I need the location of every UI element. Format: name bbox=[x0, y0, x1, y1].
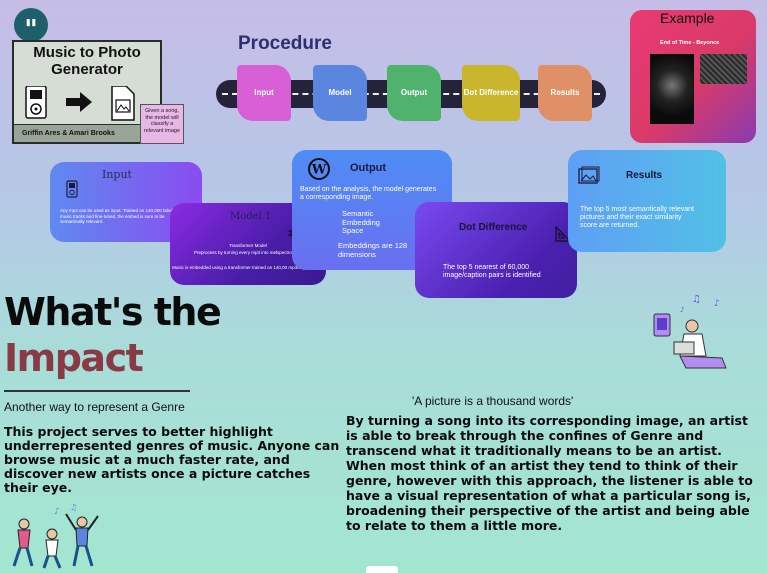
impact-subtitle: Another way to represent a Genre bbox=[4, 400, 185, 414]
summary-note: Given a song, the model will classify a … bbox=[140, 104, 184, 144]
card-dot-title: Dot Difference bbox=[459, 222, 528, 233]
person-laptop-illustration: ♫ ♪ ♪ bbox=[653, 294, 727, 369]
card-model-title: Model 1 bbox=[230, 211, 272, 222]
example-caption: End of Time - Beyonce bbox=[660, 40, 720, 46]
procedure-title: Procedure bbox=[238, 33, 332, 54]
ipod-icon bbox=[66, 180, 78, 198]
card-output-body: Based on the analysis, the model generat… bbox=[300, 186, 437, 201]
example-photo-2 bbox=[700, 54, 747, 84]
impact-heading-line2: Impact bbox=[4, 336, 144, 380]
example-photo-1 bbox=[650, 54, 694, 124]
wordpress-icon: W bbox=[308, 158, 330, 180]
card-results-body: The top 5 most semantically relevant pic… bbox=[580, 206, 694, 229]
card-results-title: Results bbox=[626, 170, 663, 181]
step-input: Input bbox=[237, 65, 291, 121]
card-model-line3: Music is embedded using a transformer tr… bbox=[172, 265, 324, 270]
svg-text:W: W bbox=[311, 163, 327, 178]
music-note-icon: ♫ bbox=[692, 294, 701, 305]
ipod-icon bbox=[25, 86, 47, 119]
step-results: Results bbox=[538, 65, 592, 121]
gallery-icon bbox=[578, 166, 600, 184]
svg-text:♪: ♪ bbox=[54, 507, 60, 517]
card-results: Results The top 5 most semantically rele… bbox=[568, 150, 726, 252]
impact-quote: 'A picture is a thousand words' bbox=[412, 394, 574, 408]
document-image-icon bbox=[111, 86, 135, 121]
quote-icon: " bbox=[14, 8, 48, 45]
step-dot-difference: Dot Difference bbox=[462, 65, 520, 121]
project-title: Music to Photo Generator bbox=[33, 44, 141, 78]
bottom-tab bbox=[366, 566, 398, 573]
authors: Griffin Ares & Amari Brooks bbox=[14, 124, 160, 142]
example-title: Example bbox=[660, 10, 715, 26]
arrow-right-icon bbox=[66, 92, 92, 112]
impact-left-paragraph: This project serves to better highlight … bbox=[4, 424, 340, 495]
set-square-icon bbox=[555, 226, 571, 242]
step-output: Output bbox=[387, 65, 441, 121]
card-model-line1: Transformer Model bbox=[229, 243, 267, 248]
svg-text:♫: ♫ bbox=[70, 503, 77, 512]
card-dot-body: The top 5 nearest of 60,000 image/captio… bbox=[443, 264, 541, 279]
card-dot-difference: Dot Difference The top 5 nearest of 60,0… bbox=[415, 202, 577, 298]
dancing-people-illustration: ♪ ♫ bbox=[12, 503, 99, 569]
card-input-body: Any mp3 can be used as input. Trained on… bbox=[60, 208, 178, 224]
title-icons bbox=[25, 86, 135, 121]
svg-text:♪: ♪ bbox=[680, 306, 684, 314]
card-model-line2: Preprocess by turning every mp3 into mel… bbox=[193, 250, 303, 255]
svg-text:♪: ♪ bbox=[714, 299, 720, 309]
card-output-space: Semantic Embedding Space bbox=[342, 209, 380, 235]
example-panel: Example End of Time - Beyonce bbox=[630, 10, 756, 143]
step-model: Model bbox=[313, 65, 367, 121]
card-output-dims: Embeddings are 128 dimensions bbox=[338, 241, 408, 259]
title-card: Music to Photo Generator Griffin Ares & … bbox=[12, 40, 162, 144]
impact-heading-line1: What's the bbox=[4, 290, 222, 334]
card-output-title: Output bbox=[350, 162, 387, 174]
heading-divider bbox=[4, 390, 190, 392]
impact-right-paragraph: By turning a song into its corresponding… bbox=[346, 413, 753, 533]
card-input-title: Input bbox=[102, 168, 132, 181]
